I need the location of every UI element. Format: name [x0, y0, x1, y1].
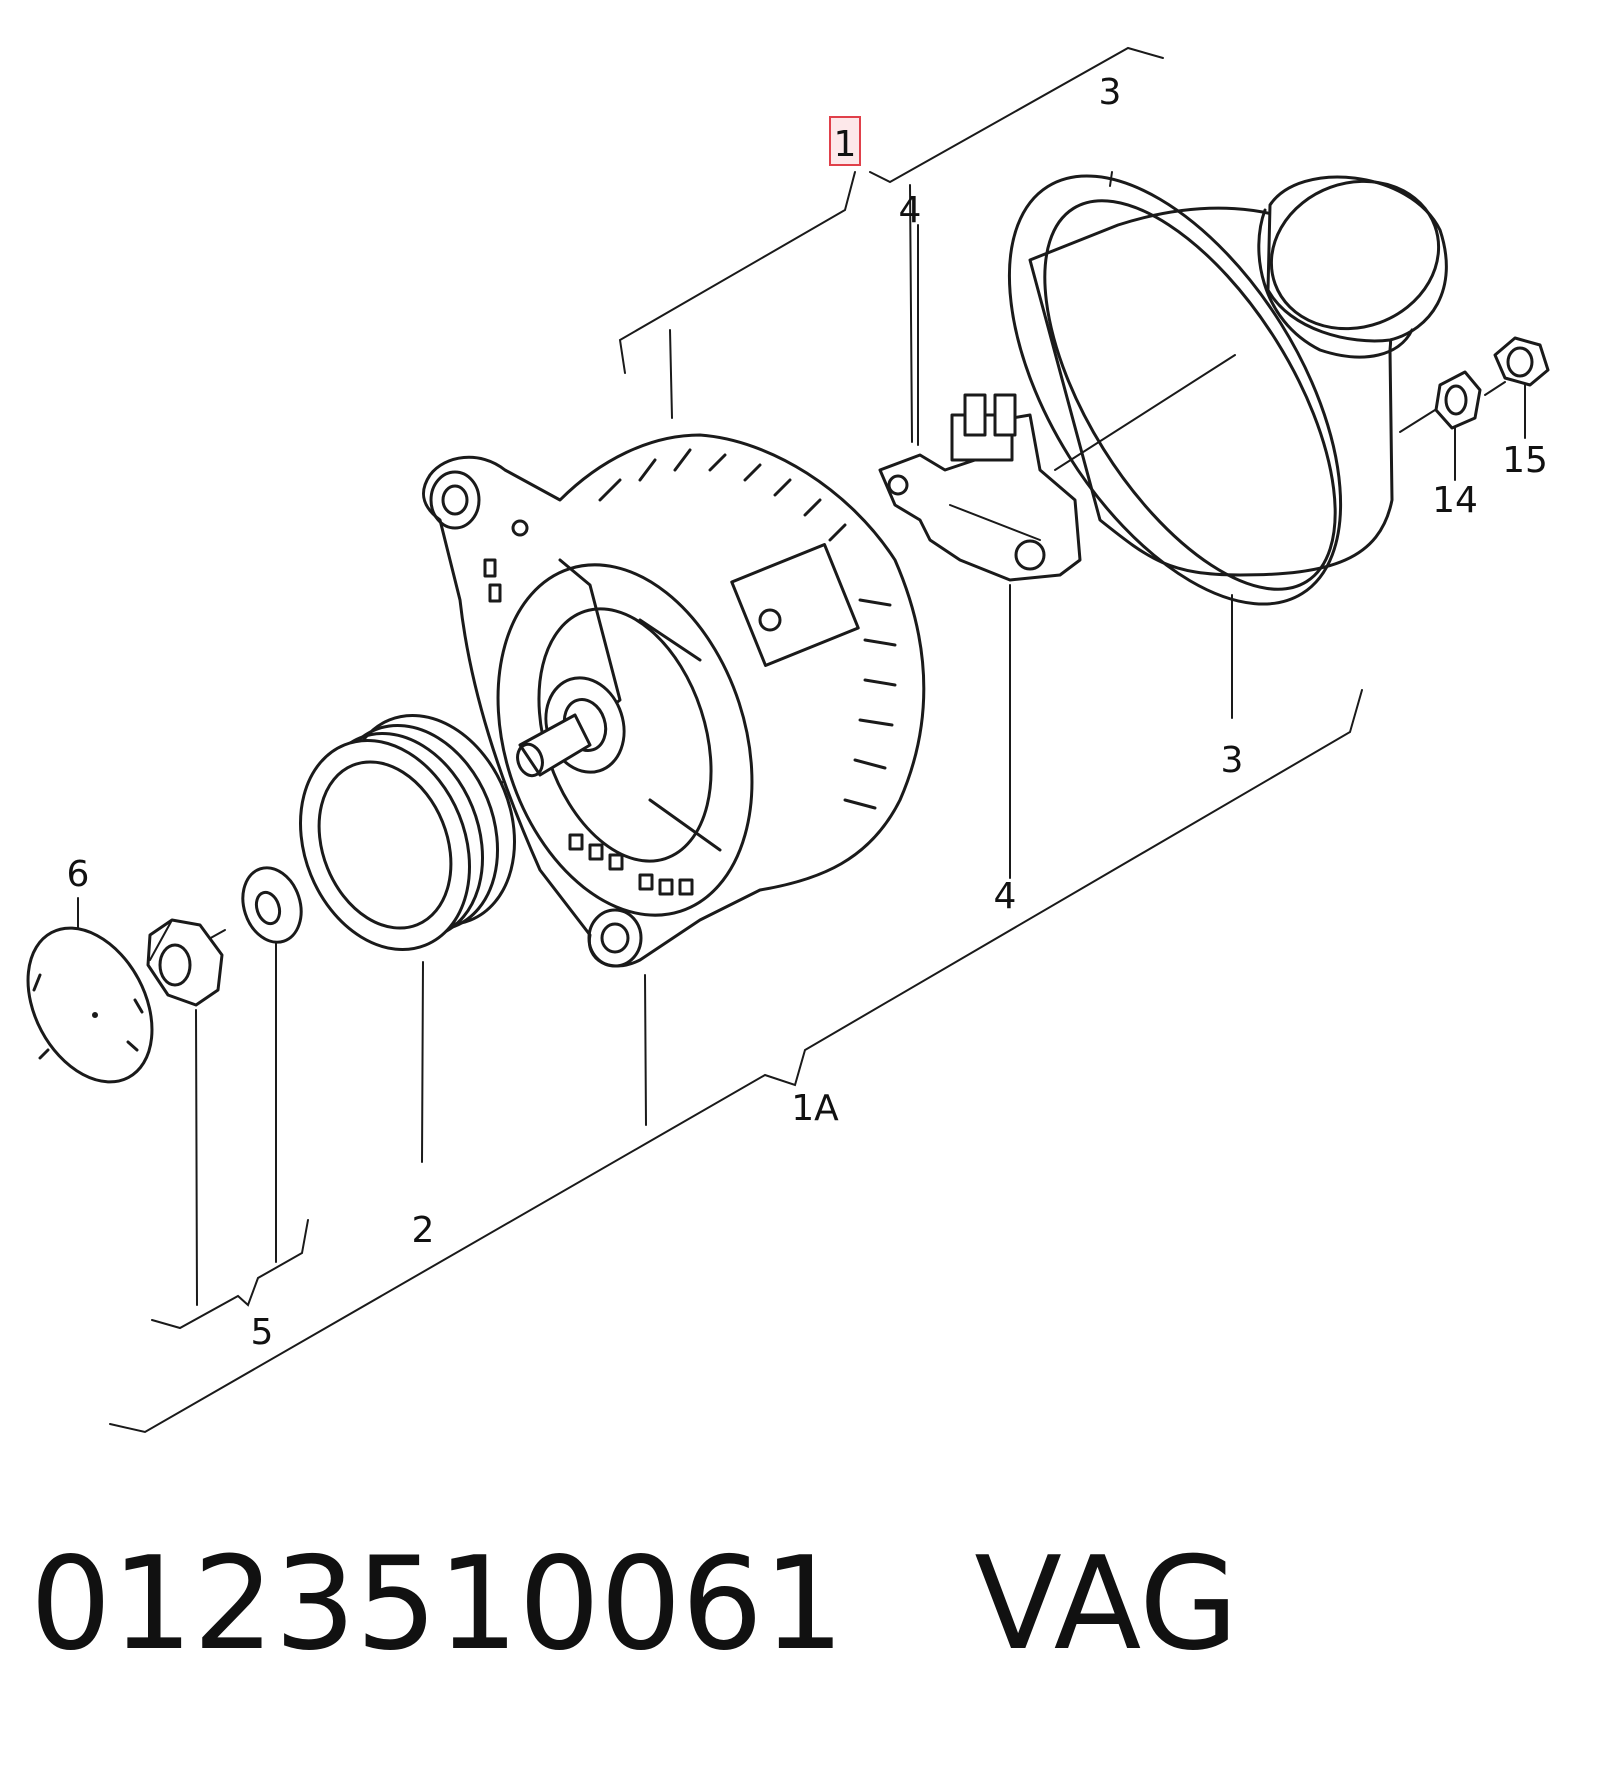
- callout-1A: 1A: [791, 1088, 839, 1129]
- nut-part-15: [1493, 336, 1550, 387]
- callout-2: 2: [412, 1210, 435, 1251]
- cover-part-3: [1007, 174, 1448, 606]
- regulator-part-4: [878, 393, 1082, 582]
- cap-part-6: [26, 926, 154, 1084]
- callout-14: 14: [1432, 480, 1478, 521]
- washer-part-5: [241, 866, 303, 944]
- vent-slots: [483, 558, 694, 896]
- callout-3-top: 3: [1099, 72, 1122, 113]
- part-number: 0123510061: [30, 1530, 845, 1679]
- brand-name: VAG: [974, 1530, 1239, 1679]
- callout-4-bottom: 4: [994, 876, 1017, 917]
- highlight-box-1: [829, 116, 861, 166]
- callout-6: 6: [67, 854, 90, 895]
- group-bracket-5: [151, 919, 309, 1330]
- callout-15: 15: [1502, 440, 1548, 481]
- callout-labels: 1 3 4 15 14 3 4 6 1A 2 5: [67, 72, 1548, 1353]
- callout-3-bottom: 3: [1221, 740, 1244, 781]
- nut-part-14: [1434, 370, 1482, 430]
- group-bracket-1: [618, 46, 1164, 443]
- callout-5: 5: [251, 1312, 274, 1353]
- callout-4-top: 4: [899, 190, 922, 231]
- alternator-part-1A: [421, 433, 926, 968]
- callout-1: 1: [834, 124, 857, 165]
- pulley-part-2: [299, 713, 516, 952]
- nut-part-5: [146, 918, 224, 1007]
- group-bracket-1A: [109, 584, 1363, 1434]
- part-number-caption: 0123510061 VAG: [30, 1530, 1238, 1680]
